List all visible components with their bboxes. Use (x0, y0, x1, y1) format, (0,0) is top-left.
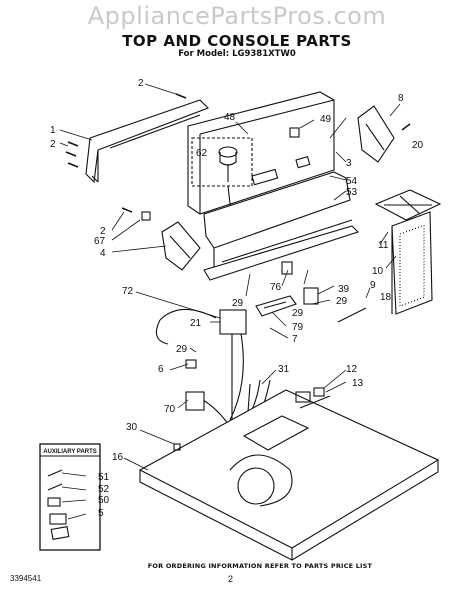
part-clip (289, 127, 300, 138)
callout-29: 29 (336, 296, 348, 307)
part-transformer (219, 309, 247, 335)
part-console-backguard (187, 91, 335, 215)
part-lint-screen (374, 189, 442, 221)
part-terminal (281, 261, 293, 275)
callout-2: 2 (100, 226, 106, 237)
callout-79: 79 (292, 322, 304, 333)
part-end-cap-right (357, 105, 395, 163)
callout-48: 48 (224, 112, 236, 123)
callout-13: 13 (352, 378, 364, 389)
callout-62: 62 (196, 148, 208, 159)
callout-29: 29 (176, 344, 188, 355)
callout-53: 53 (346, 187, 358, 198)
callout-10: 10 (372, 266, 384, 277)
part-screw (173, 443, 181, 451)
callout-39: 39 (338, 284, 350, 295)
part-rear-rail (85, 99, 209, 184)
callout-49: 49 (320, 114, 332, 125)
callout-20: 20 (412, 140, 424, 151)
callout-12: 12 (346, 364, 358, 375)
callout-4: 4 (100, 248, 106, 259)
part-top-panel (138, 389, 440, 561)
callout-70: 70 (164, 404, 176, 415)
callout-54: 54 (346, 176, 358, 187)
leader-lines (59, 83, 401, 520)
ordering-note: FOR ORDERING INFORMATION REFER TO PARTS … (147, 562, 373, 570)
part-control-panel (203, 171, 360, 281)
callout-31: 31 (278, 364, 290, 375)
callout-52: 52 (98, 484, 110, 495)
part-end-cap-left (161, 221, 201, 271)
part-lint-housing (391, 211, 433, 315)
callout-72: 72 (122, 286, 134, 297)
callout-16: 16 (112, 452, 124, 463)
callout-3: 3 (346, 158, 352, 169)
callout-6: 6 (158, 364, 164, 375)
auxiliary-parts-box: AUXILIARY PARTS (39, 443, 101, 551)
part-door-switch (295, 387, 325, 403)
part-plug (185, 359, 197, 369)
watermark: AppliancePartsPros.com (87, 2, 387, 30)
callout-18: 18 (380, 292, 392, 303)
part-relay (303, 287, 319, 305)
callout-30: 30 (126, 422, 138, 433)
model-subtitle: For Model: LG9381XTW0 (178, 49, 296, 59)
part-connector (185, 391, 205, 411)
callout-1: 1 (50, 125, 56, 136)
callout-51: 51 (98, 472, 110, 483)
callout-labels: 2 48 8 49 20 1 2 62 3 54 53 2 67 4 11 10… (50, 78, 424, 519)
auxiliary-parts-title: AUXILIARY PARTS (43, 449, 97, 455)
callout-8: 8 (398, 93, 404, 104)
page-title: TOP AND CONSOLE PARTS (122, 32, 352, 50)
callout-11: 11 (378, 240, 389, 251)
callout-2: 2 (50, 139, 56, 150)
document-number: 3394541 (10, 574, 42, 583)
part-switch-block (255, 295, 297, 317)
callout-29: 29 (292, 308, 304, 319)
callout-29: 29 (232, 298, 244, 309)
part-clip (141, 211, 151, 221)
callout-67: 67 (94, 236, 106, 247)
callout-7: 7 (292, 334, 298, 345)
page-number: 2 (228, 574, 234, 584)
callout-5: 5 (98, 508, 104, 519)
callout-50: 50 (98, 495, 110, 506)
callout-2: 2 (138, 78, 144, 89)
callout-9: 9 (370, 280, 376, 291)
callout-76: 76 (270, 282, 282, 293)
callout-21: 21 (190, 318, 202, 329)
